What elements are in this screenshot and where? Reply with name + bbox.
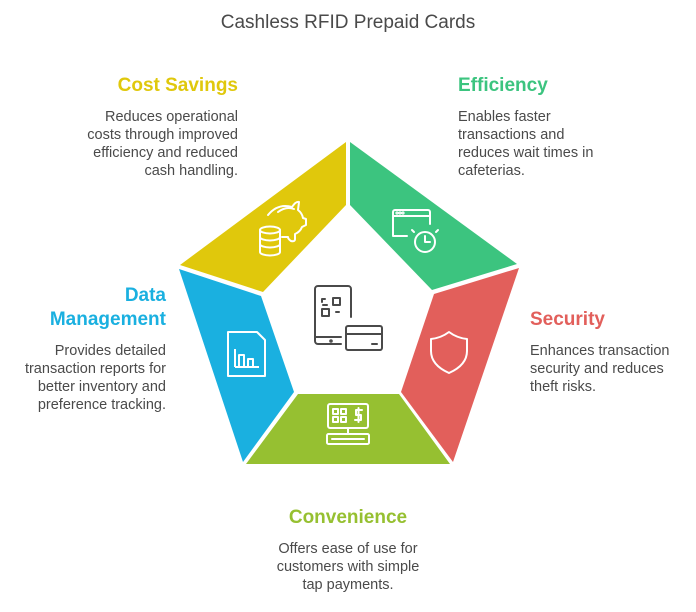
convenience-heading: Convenience [288, 507, 408, 528]
cost-savings-description: Reduces operational costs through improv… [87, 109, 238, 179]
security-heading: Security [530, 309, 605, 330]
convenience-block: Convenience Offers ease of use for custo… [248, 506, 448, 594]
shield-icon [430, 331, 468, 374]
piggy-bank-coins-icon [259, 200, 307, 257]
data-management-description: Provides detailed transaction reports fo… [24, 343, 166, 413]
cost-savings-heading: Cost Savings [117, 75, 238, 96]
phone-qr-card-icon [314, 285, 383, 351]
pos-terminal-icon [326, 403, 370, 445]
security-description: Enhances transaction security and reduce… [530, 343, 670, 395]
diagram-title: Cashless RFID Prepaid Cards [220, 12, 476, 33]
data-management-block: Data Management Provides detailed transa… [6, 284, 166, 414]
efficiency-heading: Efficiency [458, 75, 548, 96]
segment-efficiency [350, 142, 517, 290]
efficiency-block: Efficiency Enables faster transactions a… [458, 74, 658, 180]
segment-data-management [179, 269, 294, 462]
cost-savings-block: Cost Savings Reduces operational costs t… [60, 74, 238, 180]
security-block: Security Enhances transaction security a… [530, 308, 696, 396]
convenience-description: Offers ease of use for customers with si… [276, 541, 420, 593]
segment-cost-savings [180, 142, 346, 292]
data-management-heading: Data Management [49, 285, 166, 330]
browser-clock-icon [392, 209, 439, 253]
report-chart-icon [227, 331, 266, 377]
efficiency-description: Enables faster transactions and reduces … [458, 109, 594, 179]
